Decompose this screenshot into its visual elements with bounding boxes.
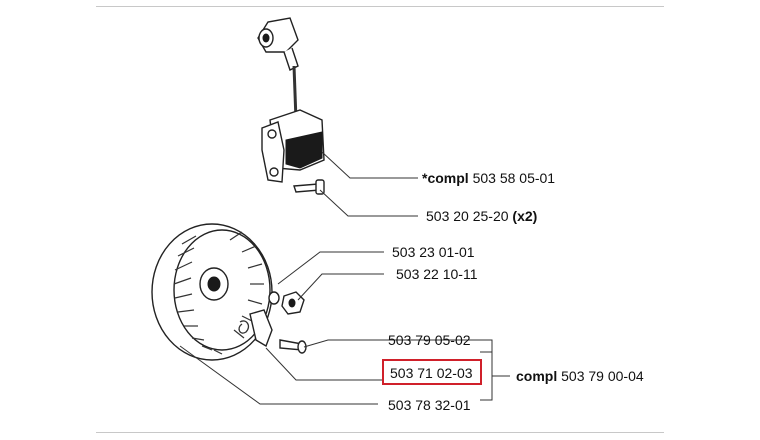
part-label-coil: *compl 503 58 05-01 [422,170,555,186]
part-labels: *compl 503 58 05-01 503 20 25-20 (x2) 50… [382,170,644,413]
part-label-washer: 503 23 01-01 [392,244,475,260]
part-label-pawl: 503 71 02-03 [390,365,473,381]
highlight-box [382,359,482,385]
leader-lines [179,151,510,405]
part-label-screw: 503 20 25-20 (x2) [426,208,537,224]
part-label-nut: 503 22 10-11 [396,266,478,282]
part-label-spring: 503 78 32-01 [388,397,471,413]
part-label-pawl-screw: 503 79 05-02 [388,332,471,348]
assembly-label: compl 503 79 00-04 [516,368,644,384]
top-frame-line [96,6,664,7]
flywheel-illustration [151,223,307,361]
bottom-frame-line [96,432,664,433]
ignition-coil-illustration [257,17,325,195]
